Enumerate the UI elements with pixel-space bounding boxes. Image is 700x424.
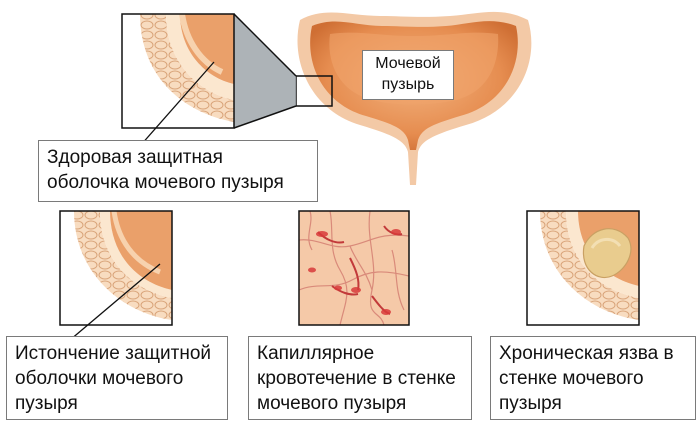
thinning-label: Истончение защитной оболочки мочевого пу… [6, 336, 228, 420]
thinning-label-line3: пузыря [15, 393, 78, 414]
thinning-pointer [69, 263, 161, 341]
healthy-closeup-frame [121, 13, 235, 129]
capillary-label-line1: Капиллярное [257, 343, 375, 364]
zoom-projection [234, 14, 296, 128]
ulcer-closeup [527, 211, 639, 325]
ulcer-label-line2: стенке мочевого [499, 368, 644, 389]
capillary-closeup-frame [298, 210, 410, 326]
bladder-label: Мочевой пузырь [362, 50, 454, 100]
ulcer-label: Хроническая язва в стенке мочевого пузыр… [490, 336, 696, 420]
ulcer-closeup-frame [526, 210, 640, 326]
healthy-lining-label: Здоровая защитная оболочка мочевого пузы… [38, 140, 318, 202]
thinning-closeup-frame [59, 210, 173, 326]
healthy-label-line2: оболочка мочевого пузыря [47, 172, 284, 193]
healthy-pointer [139, 61, 215, 147]
thinning-label-line1: Истончение защитной [15, 343, 212, 364]
ulcer-label-line1: Хроническая язва в [499, 343, 674, 364]
capillary-bleeding-closeup [299, 211, 409, 325]
bladder-label-line2: пузырь [381, 76, 435, 93]
thinning-label-line2: оболочки мочевого [15, 368, 184, 389]
ulcer-label-line3: пузыря [499, 393, 562, 414]
healthy-lining-closeup [122, 14, 234, 128]
thinning-lining-closeup [60, 211, 172, 325]
capillary-bleeding-label: Капиллярное кровотечение в стенке мочево… [248, 336, 472, 420]
healthy-label-line1: Здоровая защитная [47, 147, 223, 168]
capillary-label-line3: мочевого пузыря [257, 393, 407, 414]
bladder-label-line1: Мочевой [375, 55, 441, 72]
capillary-label-line2: кровотечение в стенке [257, 368, 456, 389]
